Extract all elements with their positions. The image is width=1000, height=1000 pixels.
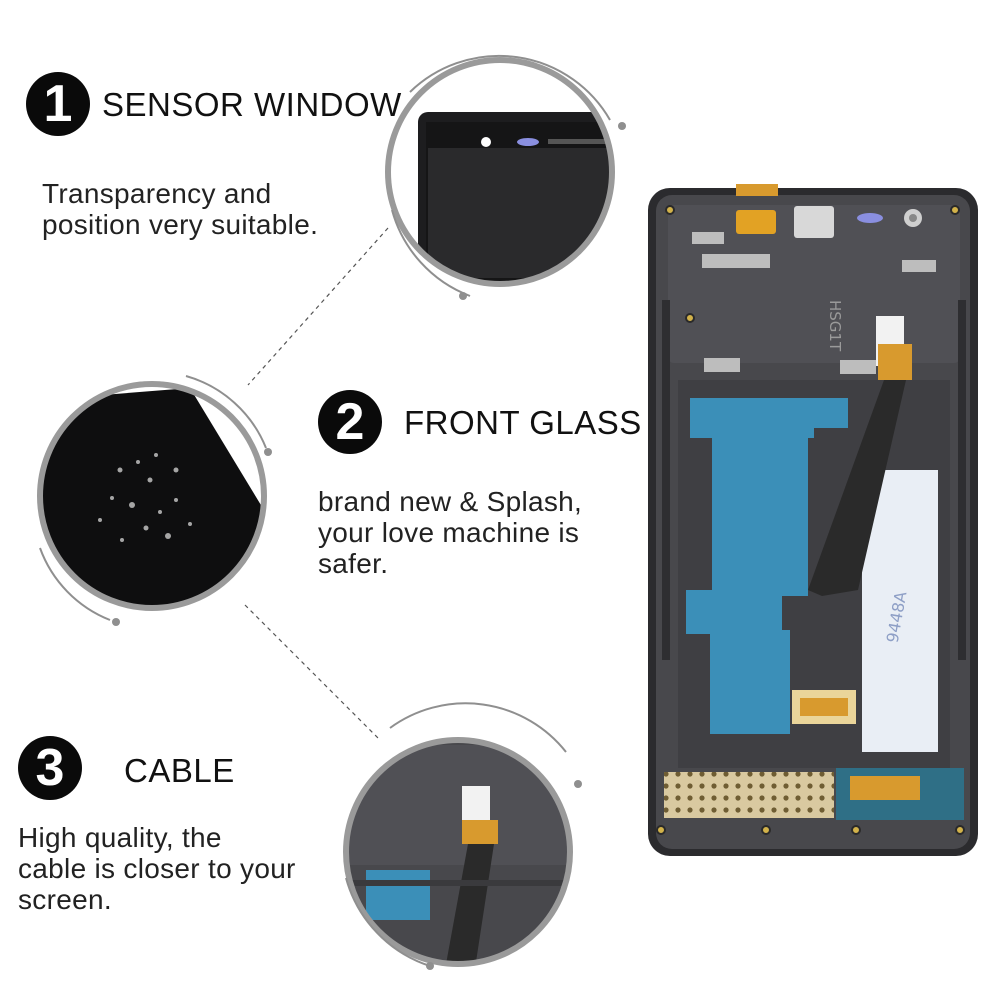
- feature-3-description: High quality, the cable is closer to you…: [18, 822, 296, 915]
- phone-frame: 9448A HSG1T: [648, 184, 978, 856]
- frame-marking: HSG1T: [826, 300, 844, 352]
- feature-1-number-badge: 1: [26, 72, 90, 136]
- zoom-circle-cable: [343, 702, 582, 970]
- zoom-circle-sensor-window: [385, 54, 626, 300]
- feature-3-number-badge: 3: [18, 736, 82, 800]
- connector-lines: [244, 227, 389, 739]
- feature-2-description: brand new & Splash, your love machine is…: [318, 486, 583, 579]
- feature-2-title: FRONT GLASS: [404, 404, 642, 441]
- feature-1-description: Transparency and position very suitable.: [42, 178, 319, 240]
- feature-1-title: SENSOR WINDOW: [102, 86, 402, 123]
- feature-2-number-badge: 2: [318, 390, 382, 454]
- zoom-circle-front-glass: [37, 375, 272, 626]
- feature-3-title: CABLE: [124, 752, 235, 789]
